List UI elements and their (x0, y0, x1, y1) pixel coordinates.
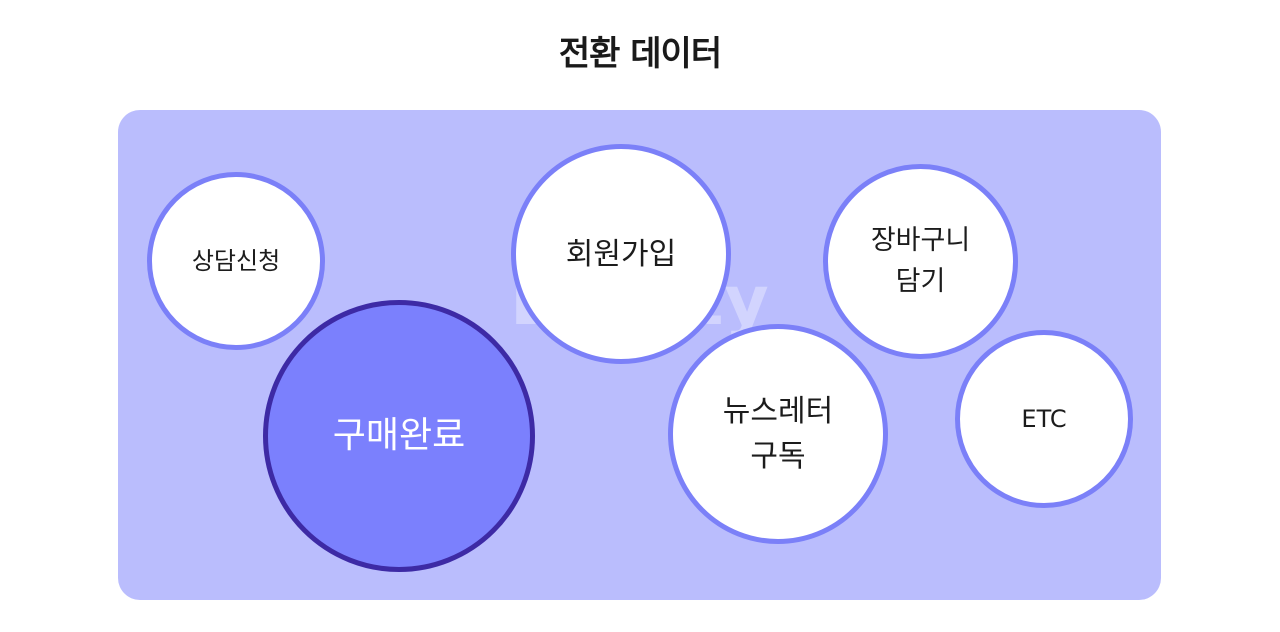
diagram-title: 전환 데이터 (558, 34, 722, 74)
bubble-purchase-complete: 구매완료 (263, 300, 535, 572)
bubble-etc: ETC (955, 330, 1133, 508)
bubble-signup: 회원가입 (511, 144, 731, 364)
bubble-add-to-cart: 장바구니 담기 (823, 164, 1018, 359)
bubble-consultation-request: 상담신청 (147, 172, 325, 350)
bubble-newsletter-subscribe: 뉴스레터 구독 (668, 324, 888, 544)
